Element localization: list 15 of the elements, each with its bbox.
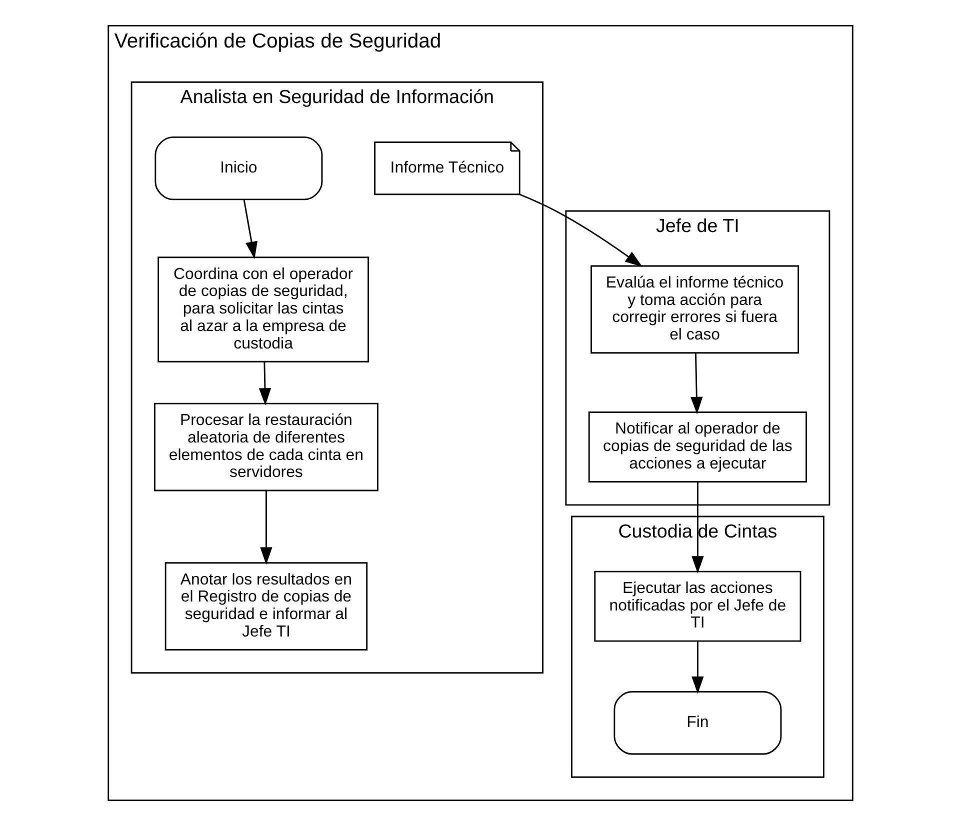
node-box: Fin xyxy=(613,691,782,755)
arrow xyxy=(260,490,272,565)
arrow xyxy=(242,200,258,260)
arrow xyxy=(691,482,704,574)
arrow xyxy=(518,194,642,267)
node-box: Procesar la restauración aleatoria de diferentes elementos de cada cinta en servidores xyxy=(153,402,378,492)
node-box: Notificar al operador de copias de seguridad de las acciones a ejecutar xyxy=(588,412,807,482)
arrow xyxy=(690,353,702,414)
node-box: Anotar los resultados en el Registro de copias de seguridad e informar al Jefe TI xyxy=(164,562,368,650)
node-box: Evalúa el informe técnico y toma acción para corregir errores si fuera el caso xyxy=(590,265,799,354)
arrow xyxy=(258,362,271,406)
node-box: Ejecutar las acciones notificadas por el Jefe de TI xyxy=(594,570,801,642)
node-box: Coordina con el operador de copias de seguridad, para solicitar las cintas al azar a la empresa de custodia xyxy=(157,256,369,362)
node-box: Inicio xyxy=(154,136,322,200)
arrow xyxy=(691,641,704,694)
